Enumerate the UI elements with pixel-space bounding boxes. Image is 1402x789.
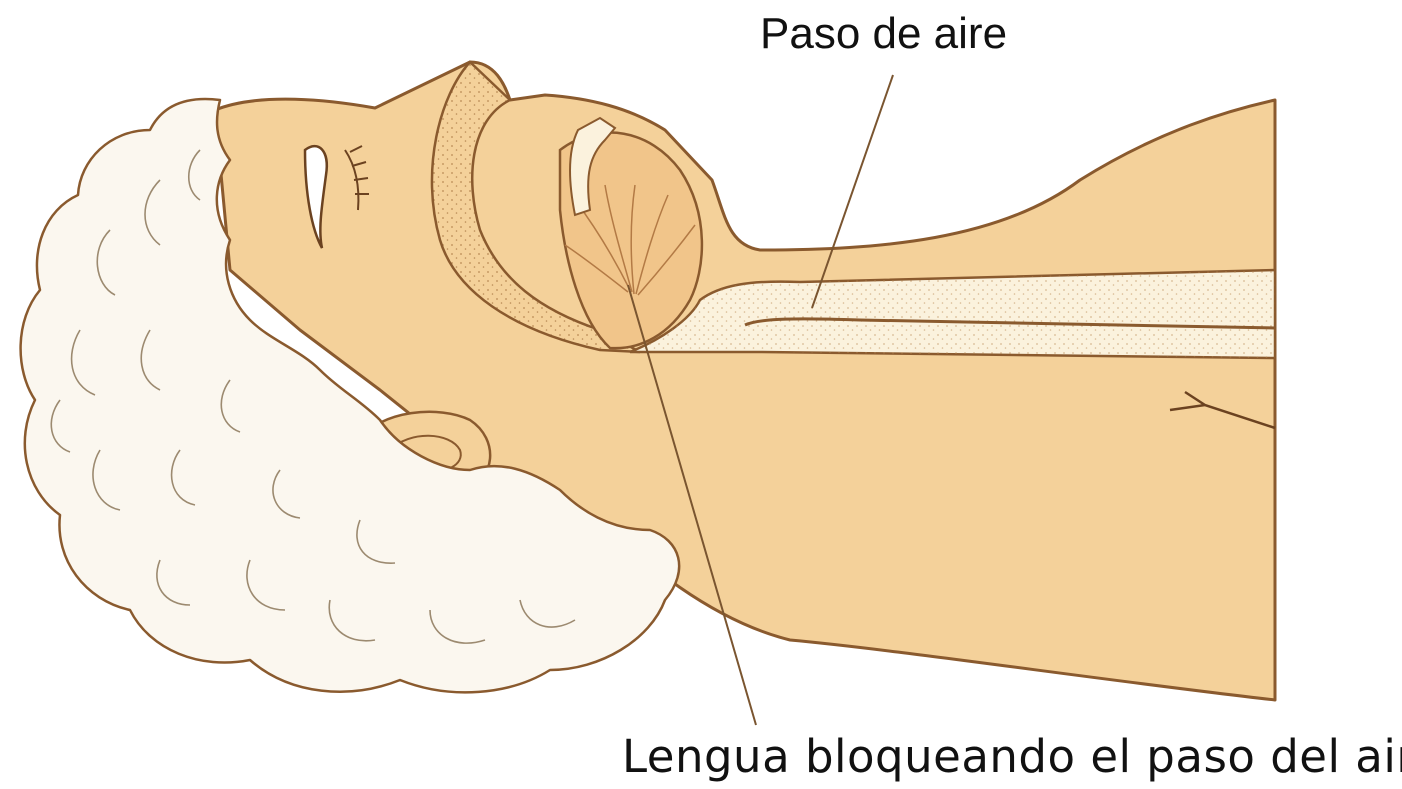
airway-label: Paso de aire	[760, 12, 1007, 56]
tongue-blocking-label: Lengua bloqueando el paso del aire	[622, 734, 1402, 779]
